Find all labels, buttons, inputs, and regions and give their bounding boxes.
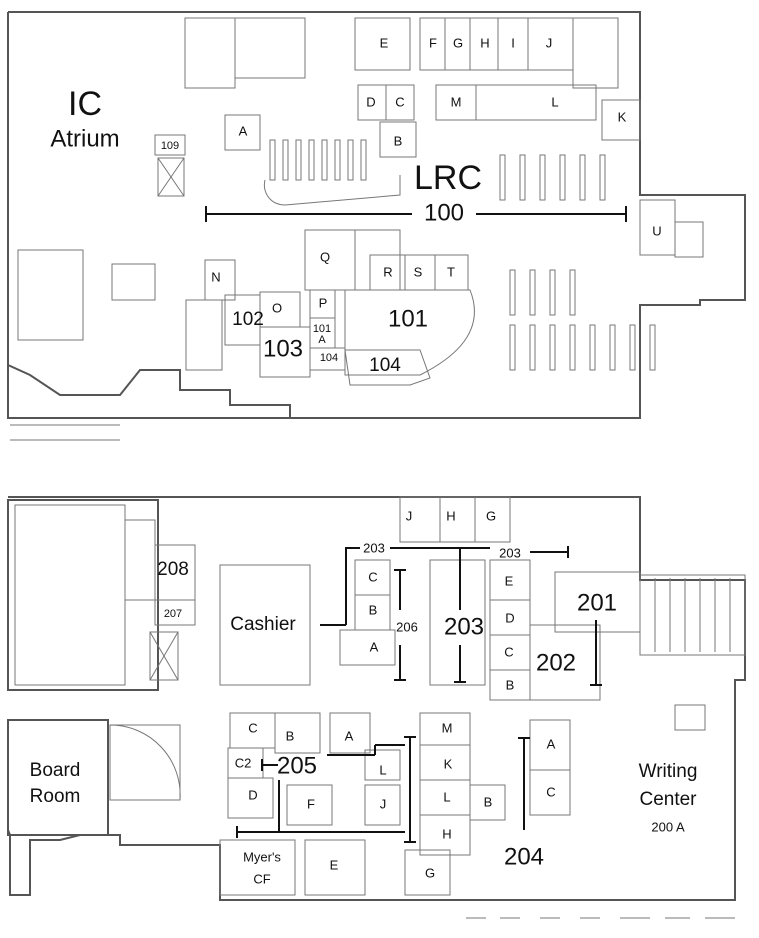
room-label: E (380, 35, 389, 50)
room-label: B (369, 602, 378, 617)
upper-floor-labels: IC Atrium 109 A E F G H I J D C M L K B … (50, 35, 661, 376)
upper-floor-walls (7, 11, 746, 441)
room-label: S (414, 264, 423, 279)
room-label: A (370, 639, 379, 654)
room-label: U (652, 223, 661, 238)
room-label-cf: CF (253, 871, 270, 886)
room-label: C (248, 720, 257, 735)
room-label-203: 203 (499, 545, 521, 560)
room-label-104-small: 104 (320, 352, 338, 364)
room-label-200a: 200 A (651, 819, 685, 834)
room-label: L (551, 94, 558, 109)
room-label-101a-letter: A (318, 334, 326, 346)
room-label-101: 101 (388, 305, 428, 332)
room-label: K (444, 756, 453, 771)
room-label-204: 204 (504, 843, 544, 870)
room-label: J (546, 35, 553, 50)
room-label-myers: Myer's (243, 849, 281, 864)
room-label-board: Board (30, 760, 81, 781)
room-label-lrc: LRC (414, 159, 482, 197)
room-label: A (239, 123, 248, 138)
lower-floor-walls (7, 496, 746, 919)
room-label-203: 203 (363, 540, 385, 555)
room-label: H (442, 826, 451, 841)
room-label: M (451, 94, 462, 109)
room-label-202: 202 (536, 649, 576, 676)
room-label-100: 100 (424, 199, 464, 226)
room-label-writing: Writing (639, 761, 698, 782)
room-label: C (368, 569, 377, 584)
room-label: Q (320, 249, 330, 264)
room-label: C (395, 94, 404, 109)
room-label-101a: 101 (313, 323, 331, 335)
room-label-atrium: Atrium (50, 125, 119, 152)
room-label: B (506, 677, 515, 692)
room-label-208: 208 (157, 559, 189, 580)
room-label: J (406, 508, 413, 523)
lower-floor-labels: J H G 203 203 208 C E 201 B Cashier 206 … (30, 508, 698, 886)
room-label: C (504, 644, 513, 659)
room-label-ic: IC (68, 85, 102, 123)
room-label-103: 103 (263, 335, 303, 362)
dimension-line-100 (205, 206, 627, 222)
room-label: G (453, 35, 463, 50)
room-label-102: 102 (232, 309, 264, 330)
room-label-center: Center (639, 789, 697, 810)
room-label: H (480, 35, 489, 50)
room-label-205: 205 (277, 752, 317, 779)
room-label-room: Room (30, 786, 81, 807)
room-label-207: 207 (164, 608, 182, 620)
room-label-201: 201 (577, 589, 617, 616)
room-label: P (319, 295, 328, 310)
room-label-109: 109 (161, 140, 179, 152)
room-label: B (394, 133, 403, 148)
room-label: R (383, 264, 392, 279)
room-label: M (442, 720, 453, 735)
room-label: B (286, 728, 295, 743)
room-label: A (547, 736, 556, 751)
room-label: G (425, 865, 435, 880)
room-label: G (486, 508, 496, 523)
room-label-206: 206 (396, 619, 418, 634)
room-label: E (505, 573, 514, 588)
room-label: B (484, 794, 493, 809)
room-label: K (618, 109, 627, 124)
room-label: E (330, 857, 339, 872)
room-label: L (443, 789, 450, 804)
upper-stacks (263, 139, 656, 371)
room-label: C (546, 784, 555, 799)
room-label: I (511, 35, 515, 50)
room-label: F (429, 35, 437, 50)
room-label-cashier: Cashier (230, 614, 296, 635)
room-label: D (366, 94, 375, 109)
room-label: F (307, 796, 315, 811)
lower-dimension-lines (236, 546, 602, 843)
room-label-203: 203 (444, 613, 484, 640)
room-label: D (505, 610, 514, 625)
room-label: N (211, 269, 220, 284)
room-label: C2 (235, 755, 252, 770)
room-label: O (272, 300, 282, 315)
room-label-104: 104 (369, 355, 401, 376)
room-label: L (379, 762, 386, 777)
room-label: H (446, 508, 455, 523)
room-label: J (380, 796, 387, 811)
room-label: A (345, 728, 354, 743)
room-label: T (447, 264, 455, 279)
room-label: D (248, 787, 257, 802)
